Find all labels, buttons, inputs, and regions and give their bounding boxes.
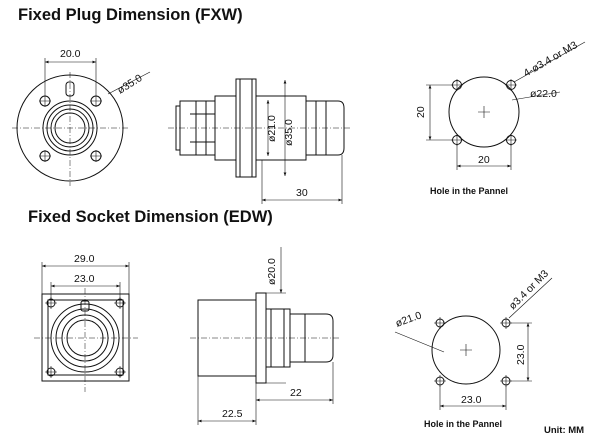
socket-hole-vertical-label: 23.0 — [515, 344, 527, 365]
plug-front-view: 20.0 ø35.0 — [12, 48, 151, 186]
plug-panel-hole: 20 20 4-ø3.4 or M3 ø22.0 — [415, 39, 586, 170]
socket-section-title: Fixed Socket Dimension (EDW) — [28, 208, 273, 226]
socket-side-view: ø20.0 22 22.5 — [190, 247, 340, 425]
plug-front-diameter-label: ø35.0 — [115, 72, 144, 96]
socket-panel-hole: 23.0 23.0 ø21.0 ø3.4 or M3 — [394, 268, 553, 410]
unit-label: Unit: MM — [544, 425, 585, 436]
plug-flange-holes — [39, 95, 102, 162]
socket-front-inner-width-label: 23.0 — [74, 273, 95, 285]
socket-side-diameter-label: ø20.0 — [266, 258, 278, 285]
plug-front-width-label: 20.0 — [60, 48, 81, 60]
plug-hole-horizontal-label: 20 — [478, 154, 490, 166]
socket-hole-diameter-label: ø21.0 — [394, 309, 423, 330]
plug-side-outer-diameter-label: ø35.0 — [283, 119, 295, 146]
socket-side-length-long-label: 22.5 — [222, 408, 243, 420]
socket-hole-horizontal-label: 23.0 — [461, 394, 482, 406]
socket-hole-caption: Hole in the Pannel — [424, 419, 503, 429]
plug-side-view: ø21.0 ø35.0 30 — [168, 78, 352, 204]
socket-hole-count-label: ø3.4 or M3 — [507, 268, 551, 312]
plug-hole-count-label: 4-ø3.4 or M3 — [522, 39, 580, 80]
socket-front-outer-width-label: 29.0 — [74, 253, 95, 265]
plug-side-inner-diameter-label: ø21.0 — [266, 115, 278, 142]
socket-side-length-short-label: 22 — [290, 387, 302, 399]
socket-front-view: 29.0 23.0 — [34, 253, 138, 392]
plug-section-title: Fixed Plug Dimension (FXW) — [18, 6, 243, 24]
plug-hole-vertical-label: 20 — [415, 106, 427, 118]
plug-side-length-label: 30 — [296, 187, 308, 199]
plug-hole-diameter-label: ø22.0 — [530, 88, 557, 100]
plug-hole-caption: Hole in the Pannel — [430, 186, 509, 196]
